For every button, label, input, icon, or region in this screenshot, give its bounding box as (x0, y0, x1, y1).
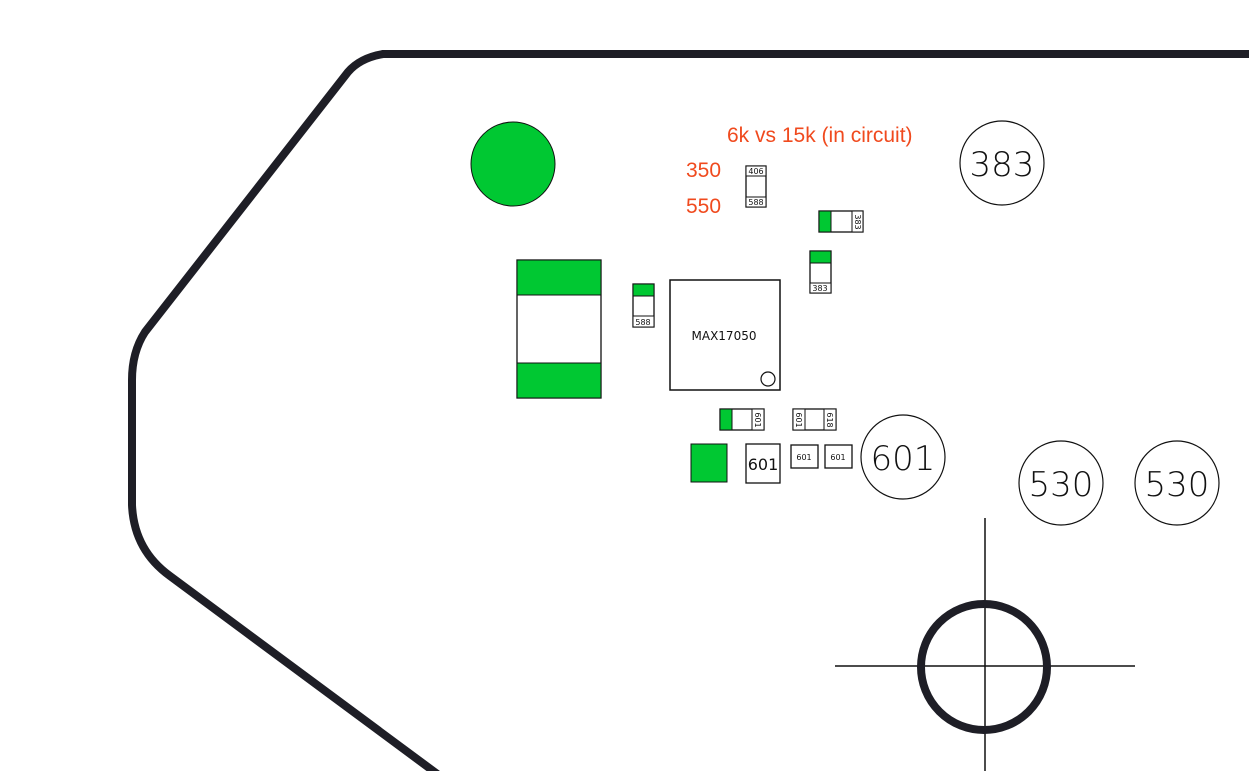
pin1-marker (760, 371, 776, 387)
resistor-label-588: 588 (748, 198, 763, 207)
resistor-588-left: 588 (632, 283, 655, 328)
max17050-chip: MAX17050 (669, 279, 781, 391)
test-point-label-530-left: 530 (1029, 465, 1094, 505)
resistor-label-383-h: 383 (853, 214, 862, 229)
resistor-label-601-br: 601 (794, 412, 803, 427)
test-point-label-383: 383 (970, 145, 1035, 185)
board-outline (128, 50, 1249, 771)
annotation-350: 350 (686, 159, 721, 182)
resistor-383-vertical: 383 (809, 250, 832, 294)
resistor-383-horizontal: 383 (818, 210, 864, 233)
resistor-label-383-v: 383 (812, 284, 827, 293)
round-pad (470, 121, 556, 207)
component-601-box: 601 (745, 443, 781, 484)
mounting-hole (835, 518, 1135, 771)
test-point-383: 383 (959, 120, 1045, 206)
annotation-550: 550 (686, 195, 721, 218)
mounting-hole-ring (917, 600, 1051, 734)
component-601-small-a: 601 (790, 444, 819, 469)
component-label-601-small-a: 601 (796, 453, 811, 462)
resistor-label-618: 618 (825, 412, 834, 427)
resistor-label-406: 406 (748, 167, 763, 176)
resistor-601-618: 601 618 (792, 408, 837, 431)
test-point-label-530-right: 530 (1145, 465, 1210, 505)
resistance-note: 6k vs 15k (in circuit) (727, 124, 913, 147)
resistor-406-588: 406 588 (745, 165, 767, 208)
test-point-label-601: 601 (871, 439, 936, 479)
inductor-footprint (516, 259, 602, 399)
test-point-601: 601 (860, 414, 946, 500)
test-point-530-left: 530 (1018, 440, 1104, 526)
resistor-601-bottom-left: 601 (719, 408, 765, 431)
chip-label: MAX17050 (692, 329, 757, 343)
square-pad (690, 443, 728, 483)
resistor-label-588-left: 588 (635, 318, 650, 327)
component-label-601-small-b: 601 (830, 453, 845, 462)
resistor-label-601-bl: 601 (753, 412, 762, 427)
component-label-601-box: 601 (748, 455, 779, 474)
component-601-small-b: 601 (824, 444, 853, 469)
test-point-530-right: 530 (1134, 440, 1220, 526)
